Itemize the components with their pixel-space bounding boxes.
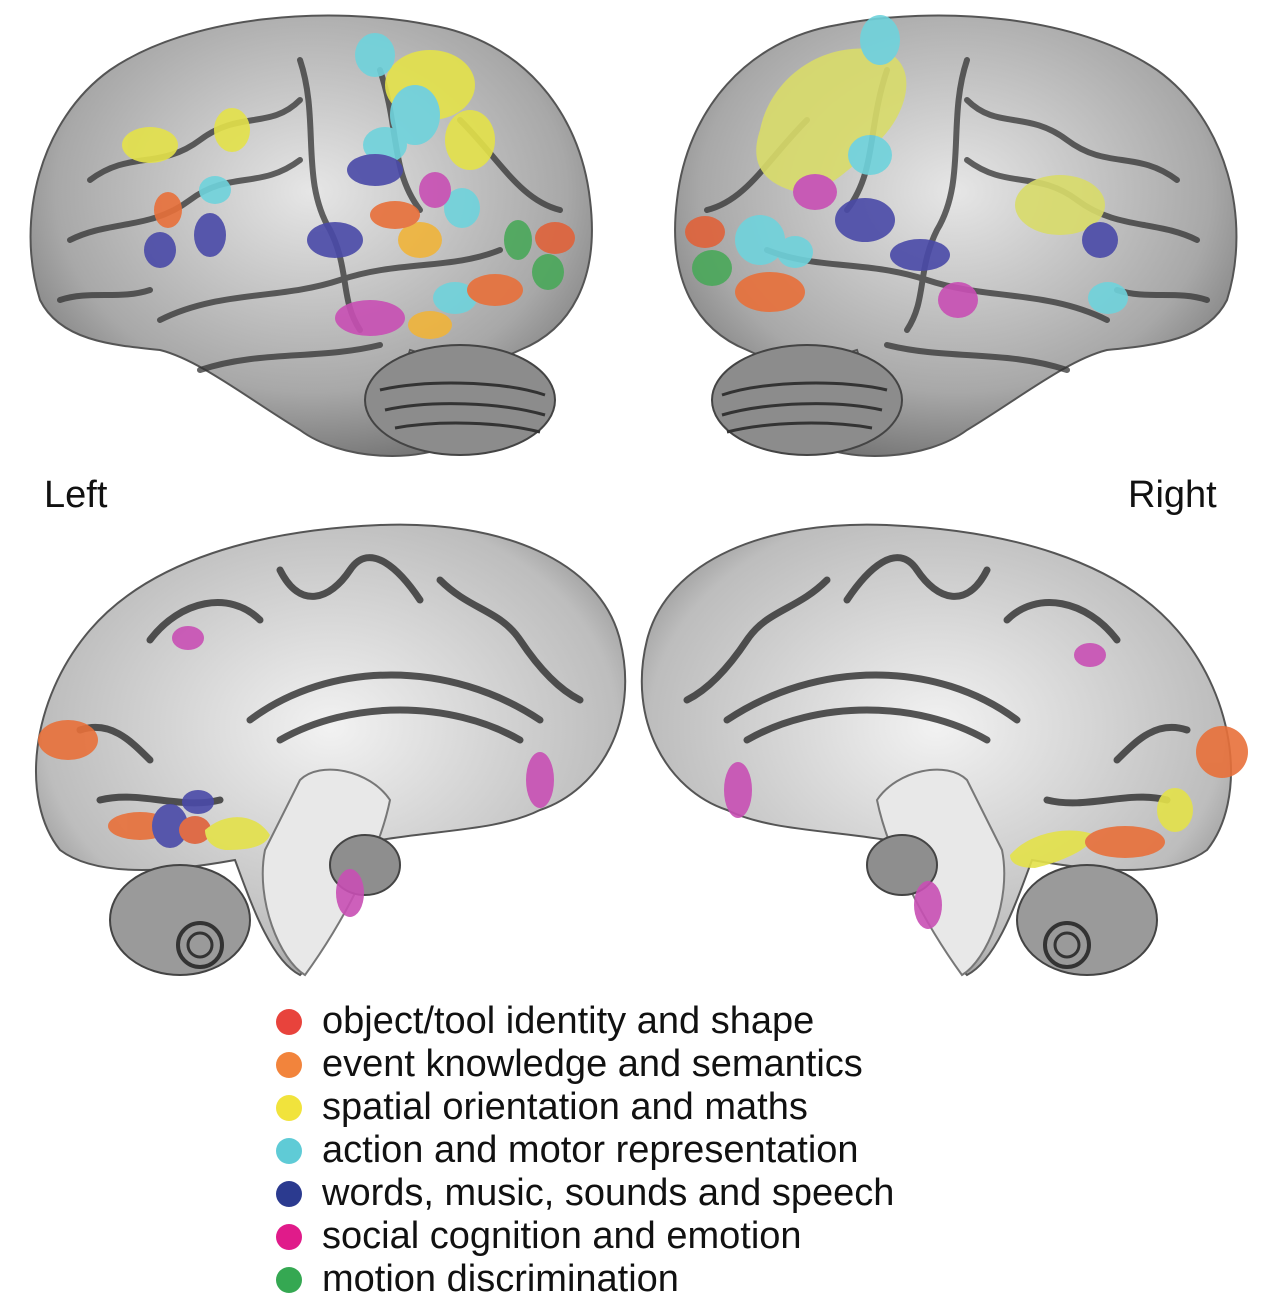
patch-spatial <box>214 108 250 152</box>
patch-social <box>914 881 942 929</box>
right-medial-cerebellum <box>866 834 1158 976</box>
patch-spatial <box>205 817 270 850</box>
legend-label: event knowledge and semantics <box>322 1043 863 1085</box>
patch-spatial <box>1015 175 1105 235</box>
legend-label: spatial orientation and maths <box>322 1086 808 1128</box>
legend-swatch <box>276 1051 302 1078</box>
left-medial-hemisphere <box>35 523 627 977</box>
left-lateral-activation-patches <box>122 33 575 339</box>
legend-item-social: social cognition and emotion <box>276 1215 894 1258</box>
right-lateral-sulci <box>704 57 1210 373</box>
patch-action <box>199 176 231 204</box>
patch-event <box>1085 826 1165 858</box>
patch-event <box>179 816 211 844</box>
patch-event <box>535 222 575 254</box>
right-hemisphere-label: Right <box>1128 474 1217 516</box>
patch-action <box>363 127 407 163</box>
legend-swatch <box>276 1094 302 1121</box>
patch-social <box>335 300 405 336</box>
patch-social <box>793 174 837 210</box>
legend-swatch <box>276 1008 302 1035</box>
patch-social <box>419 172 451 208</box>
patch-social <box>724 762 752 818</box>
patch-event <box>467 274 523 306</box>
patch-event <box>154 192 182 228</box>
patch-motion <box>532 254 564 290</box>
right-medial-hemisphere <box>640 523 1248 977</box>
legend-item-words: words, music, sounds and speech <box>276 1172 894 1215</box>
legend-item-object: object/tool identity and shape <box>276 1000 894 1043</box>
patch-event <box>1196 726 1248 778</box>
legend-item-action: action and motor representation <box>276 1129 894 1172</box>
left-medial-activation-patches <box>38 626 554 917</box>
legend-swatch <box>276 1180 302 1207</box>
legend-swatch <box>276 1137 302 1164</box>
right-lateral-activation-patches <box>685 15 1128 318</box>
patch-event <box>685 216 725 248</box>
patch-motion <box>692 250 732 286</box>
legend-label: social cognition and emotion <box>322 1215 802 1257</box>
patch-event <box>370 201 420 229</box>
patch-action <box>860 15 900 65</box>
patch-words <box>347 154 403 186</box>
right-lateral-hemisphere <box>674 14 1238 458</box>
patch-words <box>144 232 176 268</box>
patch-words <box>890 239 950 271</box>
patch-action <box>433 282 477 314</box>
right-lateral-cerebellum <box>711 344 903 456</box>
patch-action <box>444 188 480 228</box>
patch-spatial <box>1157 788 1193 832</box>
patch-action <box>1088 282 1128 314</box>
legend-item-event: event knowledge and semantics <box>276 1043 894 1086</box>
patch-spatial <box>408 311 452 339</box>
patch-action <box>355 33 395 77</box>
patch-words <box>152 804 188 848</box>
patch-event <box>735 272 805 312</box>
left-lateral-hemisphere <box>29 14 593 458</box>
patch-spatial <box>445 110 495 170</box>
legend-label: words, music, sounds and speech <box>322 1172 895 1214</box>
left-medial-cerebellum <box>109 834 401 976</box>
patch-social <box>938 282 978 318</box>
legend-swatch <box>276 1266 302 1293</box>
right-medial-activation-patches <box>724 643 1248 929</box>
patch-social <box>336 869 364 917</box>
patch-action <box>735 215 785 265</box>
patch-social <box>1074 643 1106 667</box>
patch-social <box>172 626 204 650</box>
legend-swatch <box>276 1223 302 1250</box>
patch-social <box>526 752 554 808</box>
patch-spatial <box>756 48 907 192</box>
patch-action <box>848 135 892 175</box>
patch-action <box>777 236 813 268</box>
right-medial-cortex <box>640 523 1232 977</box>
legend-label: action and motor representation <box>322 1129 859 1171</box>
patch-words <box>307 222 363 258</box>
legend-item-spatial: spatial orientation and maths <box>276 1086 894 1129</box>
patch-words <box>1082 222 1118 258</box>
patch-motion <box>504 220 532 260</box>
patch-spatial <box>122 127 178 163</box>
left-hemisphere-label: Left <box>44 474 108 516</box>
legend-item-motion: motion discrimination <box>276 1258 894 1301</box>
patch-spatial <box>1010 830 1095 868</box>
patch-words <box>835 198 895 242</box>
patch-words <box>182 790 214 814</box>
legend-label: object/tool identity and shape <box>322 1000 815 1042</box>
patch-spatial <box>398 222 442 258</box>
patch-words <box>194 213 226 257</box>
right-medial-sulci <box>683 554 1191 807</box>
left-medial-sulci <box>76 554 584 807</box>
left-lateral-cerebellum <box>364 344 556 456</box>
patch-action <box>390 85 440 145</box>
legend: object/tool identity and shape event kno… <box>276 1000 894 1301</box>
patch-event <box>38 720 98 760</box>
legend-label: motion discrimination <box>322 1258 679 1300</box>
